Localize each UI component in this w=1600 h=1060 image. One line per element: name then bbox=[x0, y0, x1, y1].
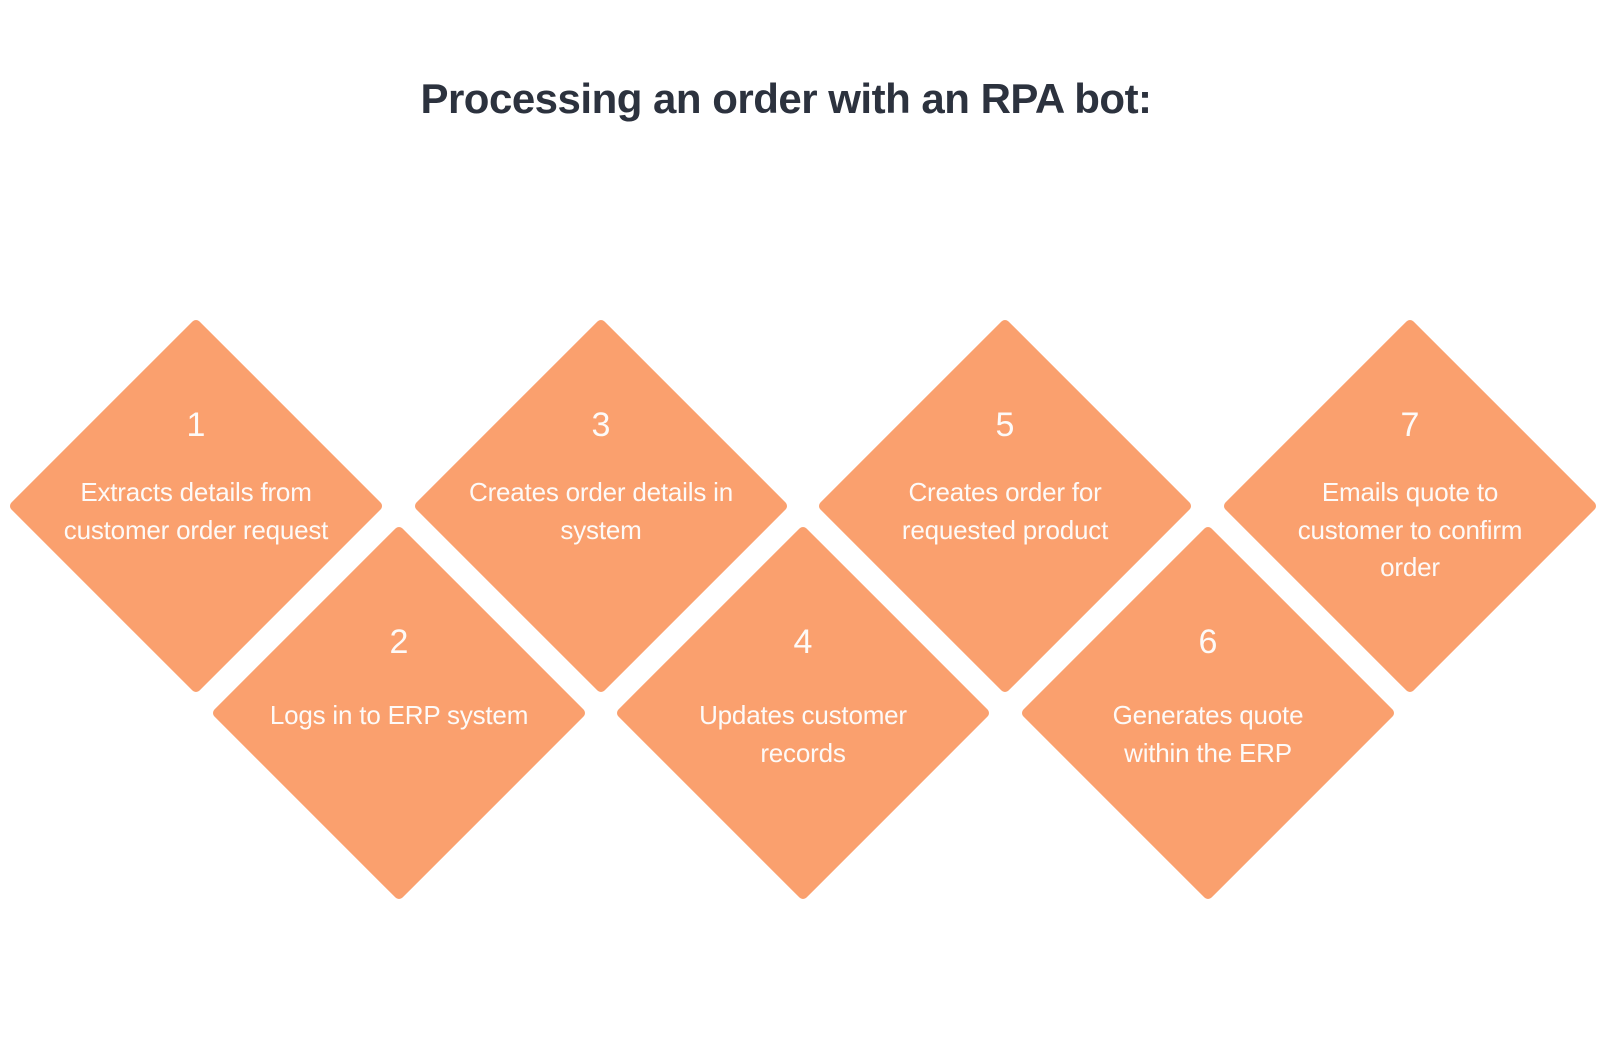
step-line: system bbox=[560, 514, 642, 545]
step-description: Logs in to ERP system bbox=[211, 697, 587, 735]
step-content: 3 Creates order details in system bbox=[413, 318, 789, 694]
step-line: requested product bbox=[901, 514, 1109, 545]
step-diamond-1: 1 Extracts details from customer order r… bbox=[7, 317, 385, 695]
step-diamond-4: 4 Updates customer records bbox=[614, 524, 992, 902]
step-diamond-7: 7 Emails quote to customer to confirm or… bbox=[1221, 317, 1599, 695]
step-diamond-6: 6 Generates quote within the ERP bbox=[1019, 524, 1397, 902]
step-number: 3 bbox=[591, 406, 611, 444]
step-line: customer to confirm bbox=[1297, 514, 1523, 545]
step-content: 5 Creates order for requested product bbox=[817, 318, 1193, 694]
step-line: Generates quote bbox=[1112, 700, 1304, 730]
step-number: 5 bbox=[995, 406, 1015, 444]
step-line: within the ERP bbox=[1124, 737, 1292, 768]
step-description: Generates quote within the ERP bbox=[1020, 697, 1396, 772]
step-line: Creates order details in bbox=[469, 477, 733, 507]
step-line: Emails quote to bbox=[1321, 477, 1499, 507]
step-description: Creates order for requested product bbox=[817, 474, 1193, 549]
page-title: Processing an order with an RPA bot: bbox=[420, 75, 1152, 122]
step-line: Extracts details from bbox=[80, 477, 312, 507]
step-line: records bbox=[760, 737, 846, 768]
step-content: 6 Generates quote within the ERP bbox=[1020, 525, 1396, 901]
step-number: 2 bbox=[389, 623, 409, 661]
step-content: 4 Updates customer records bbox=[615, 525, 991, 901]
step-number: 7 bbox=[1400, 406, 1420, 444]
step-line: Creates order for bbox=[908, 477, 1102, 507]
step-number: 1 bbox=[186, 406, 206, 444]
step-content: 7 Emails quote to customer to confirm or… bbox=[1222, 318, 1598, 694]
step-line: Logs in to ERP system bbox=[269, 700, 529, 730]
step-line: Updates customer bbox=[699, 700, 907, 730]
step-line: customer order request bbox=[63, 514, 329, 545]
step-diamond-3: 3 Creates order details in system bbox=[412, 317, 790, 695]
step-content: 1 Extracts details from customer order r… bbox=[8, 318, 384, 694]
step-line: order bbox=[1380, 552, 1440, 582]
step-description: Updates customer records bbox=[615, 697, 991, 772]
step-diamond-2: 2 Logs in to ERP system bbox=[210, 524, 588, 902]
step-number: 4 bbox=[793, 623, 813, 661]
step-content: 2 Logs in to ERP system bbox=[211, 525, 587, 901]
step-diamond-5: 5 Creates order for requested product bbox=[816, 317, 1194, 695]
step-description: Emails quote to customer to confirm orde… bbox=[1222, 474, 1598, 587]
step-description: Extracts details from customer order req… bbox=[8, 474, 384, 549]
step-number: 6 bbox=[1198, 623, 1218, 661]
step-description: Creates order details in system bbox=[413, 474, 789, 549]
